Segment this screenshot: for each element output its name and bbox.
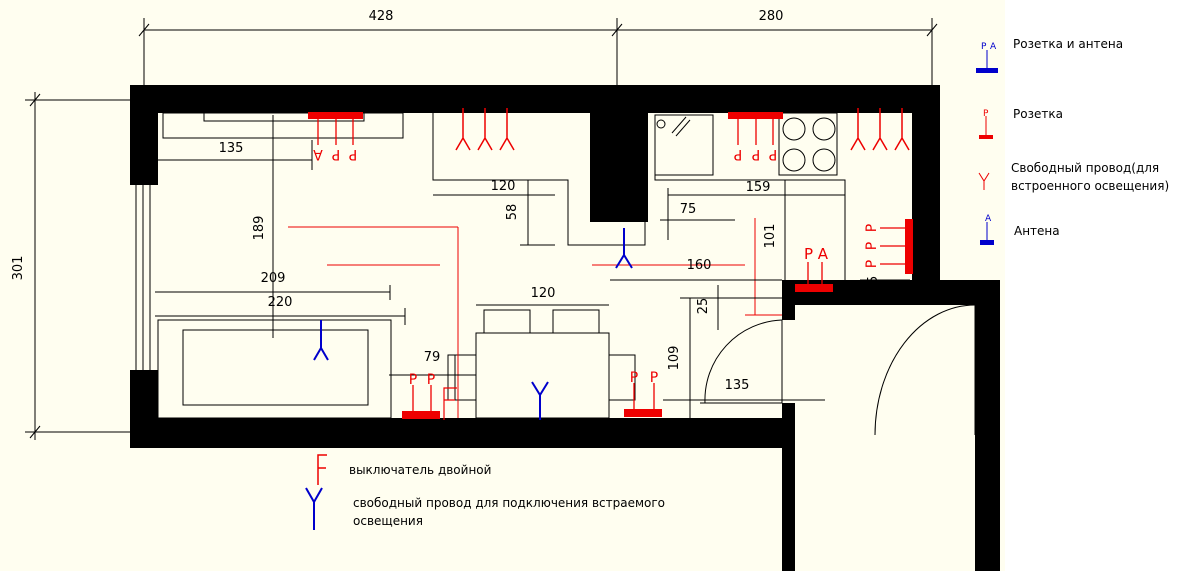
walls — [130, 85, 1000, 571]
wall-socket-p1: P — [864, 224, 880, 232]
free-wire-legend-icon — [978, 172, 990, 190]
dim-135-bottom: 135 — [725, 378, 750, 393]
dim-58: 58 — [505, 204, 520, 221]
dim-79: 79 — [424, 350, 441, 365]
dim-101: 101 — [763, 224, 778, 249]
antenna-legend-bar — [980, 240, 994, 245]
dim-189: 189 — [252, 216, 267, 241]
socket-antenna-label: P A — [804, 245, 829, 263]
free-wire-symbols — [455, 108, 910, 151]
lighting-legend-label-2: освещения — [353, 514, 423, 528]
dim-left-height: 301 — [11, 256, 26, 281]
dim-25: 25 — [696, 298, 711, 315]
dim-120-table: 120 — [531, 286, 556, 301]
socket-antenna-legend-bar — [976, 68, 998, 73]
wall-socket-p2: P — [864, 242, 880, 250]
dim-109: 109 — [667, 346, 682, 371]
dim-120-top: 120 — [491, 179, 516, 194]
switch-legend-label: выключатель двойной — [349, 463, 491, 477]
table-socket-p2: P — [650, 370, 658, 386]
lighting-legend-icon — [305, 487, 323, 530]
socket-legend-bar — [979, 135, 993, 139]
dimension-lines — [25, 18, 938, 440]
lighting-legend-label-1: свободный провод для подключения встраем… — [353, 496, 665, 510]
sofa-socket-p1: P — [409, 372, 417, 388]
table-socket-p1: P — [630, 370, 638, 386]
lighting-wire-blue — [313, 228, 633, 420]
kitchen-socket-p3: P — [769, 146, 777, 162]
furniture — [157, 112, 976, 436]
legend-panel-bg — [1005, 0, 1189, 571]
dim-135-top: 135 — [219, 141, 244, 156]
socket-drops — [317, 119, 905, 411]
svg-text:P: P — [983, 109, 989, 119]
right-legend: P A Розетка и антена P Розетка Свободный… — [976, 37, 1169, 245]
dim-220: 220 — [268, 295, 293, 310]
switch-legend-icon — [317, 454, 327, 485]
svg-text:P: P — [981, 42, 987, 52]
dim-209: 209 — [261, 271, 286, 286]
socket-legend-label: Розетка — [1013, 107, 1063, 121]
antenna-legend-label: Антена — [1014, 224, 1060, 238]
svg-text:A: A — [990, 42, 997, 52]
socket-letter-p2: P — [349, 146, 357, 162]
free-wire-legend-label-2: встроенного освещения) — [1011, 179, 1169, 193]
free-wire-legend-label-1: Свободный провод(для — [1011, 161, 1159, 175]
dim-75: 75 — [680, 202, 697, 217]
svg-text:A: A — [985, 214, 992, 224]
kitchen-socket-p2: P — [752, 146, 760, 162]
bottom-legend: выключатель двойной свободный провод для… — [305, 454, 665, 530]
dim-15: 15 — [866, 276, 881, 293]
sofa-socket-p2: P — [427, 372, 435, 388]
dim-top-right: 280 — [759, 9, 784, 24]
dim-160: 160 — [687, 258, 712, 273]
dim-159: 159 — [746, 180, 771, 195]
socket-letter-a: A — [313, 146, 323, 162]
window — [135, 185, 151, 370]
socket-bars — [308, 112, 913, 419]
kitchen-socket-p1: P — [734, 146, 742, 162]
socket-antenna-legend-label: Розетка и антена — [1013, 37, 1123, 51]
socket-letter-p1: P — [332, 146, 340, 162]
switch-symbol — [443, 387, 457, 420]
dim-top-left: 428 — [369, 9, 394, 24]
wall-socket-p3: P — [864, 260, 880, 268]
